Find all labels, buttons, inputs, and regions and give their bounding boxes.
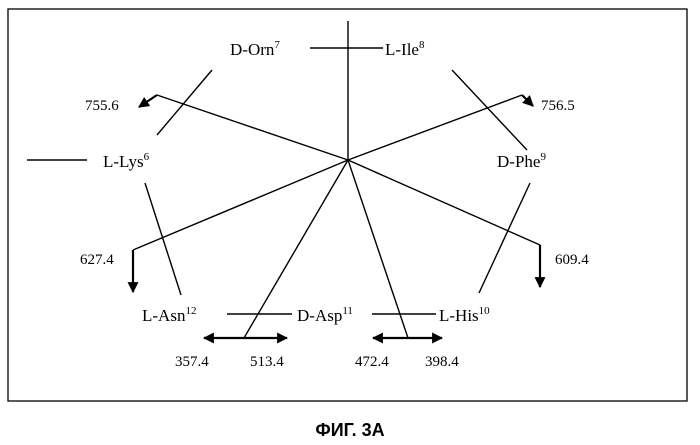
residue-l-asn: L-Asn12 [142, 305, 196, 325]
bond-lys-asn [145, 183, 181, 295]
mass-513: 513.4 [250, 354, 284, 370]
mass-756: 756.5 [541, 98, 575, 114]
residue-d-asp: D-Asp11 [297, 305, 353, 325]
mass-398: 398.4 [425, 354, 459, 370]
mass-472: 472.4 [355, 354, 389, 370]
arrow-756 [522, 95, 533, 106]
frag-line-755 [157, 95, 348, 160]
mass-609: 609.4 [555, 252, 589, 268]
residue-l-his: L-His10 [439, 305, 490, 325]
residue-d-phe: D-Phe9 [497, 151, 546, 171]
residue-l-ile: L-Ile8 [385, 39, 425, 59]
mass-627: 627.4 [80, 252, 114, 268]
residue-d-orn: D-Orn7 [230, 39, 280, 59]
bond-orn-lys [157, 70, 212, 135]
residue-l-lys: L-Lys6 [103, 151, 150, 171]
frag-line-756 [348, 95, 522, 160]
mass-755: 755.6 [85, 98, 119, 114]
arrow-755 [139, 95, 157, 107]
figure-caption: ФИГ. 3А [315, 420, 384, 440]
frag-line-609 [348, 160, 540, 245]
frag-line-627 [133, 160, 348, 250]
bond-ile-phe [452, 70, 527, 150]
mass-357: 357.4 [175, 354, 209, 370]
bond-phe-his [479, 183, 530, 293]
frag-line-right-bottom [348, 160, 408, 338]
